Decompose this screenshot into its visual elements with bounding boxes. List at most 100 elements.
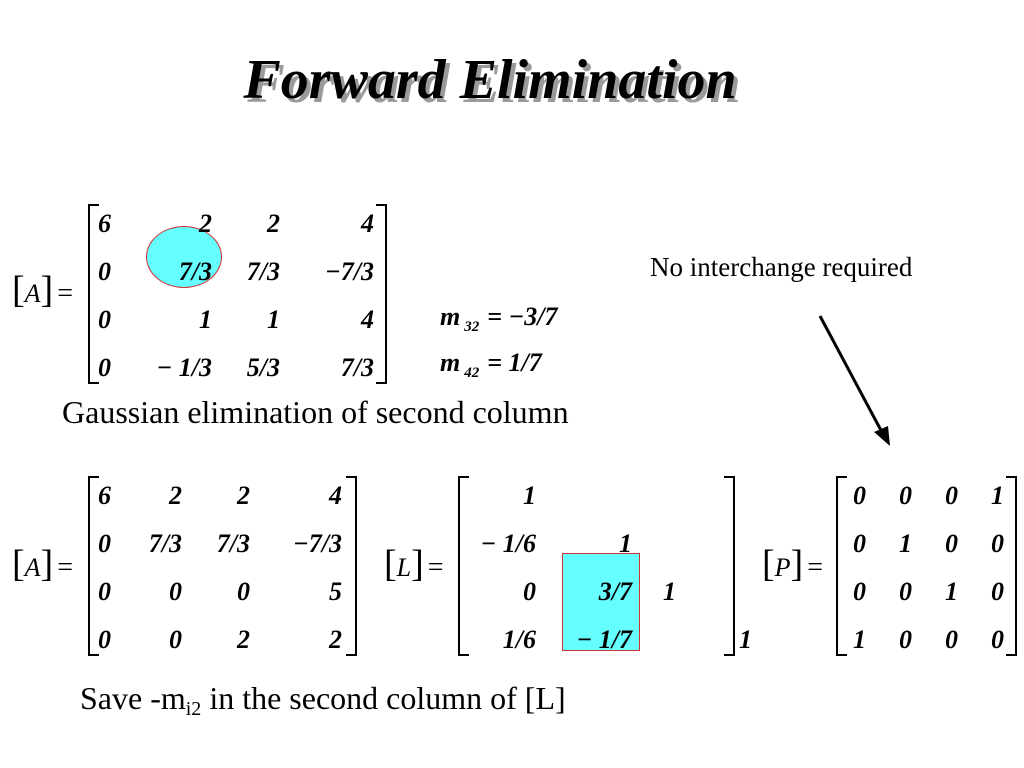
matrix-cell: 0 <box>98 257 111 286</box>
multiplier-subscript: 42 <box>464 365 480 382</box>
matrix-cell: 6 <box>98 481 111 510</box>
equals-sign: = <box>807 552 823 583</box>
matrix-cell: 0 <box>853 529 866 558</box>
bottom-a-left-bracket <box>88 476 99 656</box>
bottom-p-left-bracket <box>836 476 847 656</box>
matrix-symbol: P <box>774 553 791 582</box>
matrix-cell: 0 <box>523 577 536 606</box>
matrix-cell: 0 <box>169 577 182 606</box>
caption-gaussian-elimination: Gaussian elimination of second column <box>62 394 569 430</box>
open-bracket: [ <box>384 543 397 585</box>
matrix-cell: 5 <box>329 577 342 606</box>
bottom-l-label: [L]= <box>384 542 444 586</box>
equals-sign: = <box>57 278 73 309</box>
matrix-cell: 0 <box>899 577 912 606</box>
close-bracket: ] <box>790 543 804 585</box>
matrix-cell: 5/3 <box>246 353 280 382</box>
matrix-cell: 2 <box>329 625 342 654</box>
matrix-cell: 2 <box>199 209 212 238</box>
matrix-symbol: A <box>24 553 41 582</box>
matrix-symbol: A <box>24 279 41 308</box>
matrix-cell: 0 <box>945 529 958 558</box>
bottom-l-left-bracket <box>458 476 469 656</box>
matrix-cell: 1 <box>899 529 912 558</box>
matrix-cell <box>632 520 676 568</box>
matrix-cell: 3/7 <box>598 577 632 606</box>
open-bracket: [ <box>12 543 25 585</box>
matrix-cell: 2 <box>267 209 280 238</box>
matrix-cell: 0 <box>945 625 958 654</box>
arrow-icon <box>818 315 890 446</box>
matrix-cell: 0 <box>237 577 250 606</box>
matrix-cell: 2 <box>237 481 250 510</box>
matrix-cell: 1 <box>267 305 280 334</box>
matrix-cell: 4 <box>361 305 374 334</box>
bottom-a-right-bracket <box>346 476 357 656</box>
matrix-cell: 1 <box>739 625 752 654</box>
matrix-cell <box>632 472 676 520</box>
open-bracket: [ <box>762 543 775 585</box>
close-bracket: ] <box>40 269 54 311</box>
matrix-cell <box>676 568 752 616</box>
slide-title: Forward Elimination <box>243 49 737 111</box>
interchange-note: No interchange required <box>650 252 913 282</box>
pivot-highlight <box>146 226 222 288</box>
matrix-cell <box>676 520 752 568</box>
matrix-cell: 0 <box>98 625 111 654</box>
bottom-p-label: [P]= <box>762 542 823 586</box>
matrix-cell: − 1/3 <box>156 353 212 382</box>
matrix-cell: 0 <box>98 577 111 606</box>
top-a-label: [A]= <box>12 268 73 312</box>
matrix-cell: 1 <box>663 577 676 606</box>
matrix-cell: 1 <box>991 481 1004 510</box>
caption-prefix: Save -m <box>80 680 186 716</box>
matrix-cell: 1 <box>619 529 632 558</box>
matrix-cell: −7/3 <box>293 529 342 558</box>
matrix-cell: 0 <box>945 481 958 510</box>
bottom-l-right-bracket <box>724 476 735 656</box>
multiplier-value: = 1/7 <box>487 348 542 377</box>
matrix-cell: 7/3 <box>246 257 280 286</box>
caption-subscript: i2 <box>185 698 202 720</box>
top-matrix: 6 2 2 4 0 7/3 7/3 −7/3 0 1 1 4 0 − 1/3 5… <box>98 200 374 392</box>
matrix-cell: 7/3 <box>340 353 374 382</box>
matrix-cell: 0 <box>98 353 111 382</box>
matrix-cell: 4 <box>361 209 374 238</box>
matrix-cell: − 1/6 <box>480 529 536 558</box>
open-bracket: [ <box>12 269 25 311</box>
equals-sign: = <box>427 552 444 583</box>
caption-save-multiplier: Save -mi2 in the second column of [L] <box>80 680 566 721</box>
matrix-cell: 2 <box>169 481 182 510</box>
matrix-cell: 0 <box>853 577 866 606</box>
bottom-p-right-bracket <box>1006 476 1017 656</box>
top-matrix-left-bracket <box>88 204 99 384</box>
matrix-cell <box>536 472 632 520</box>
matrix-cell: 1 <box>199 305 212 334</box>
matrix-cell: 6 <box>98 209 111 238</box>
matrix-symbol: L <box>396 553 412 582</box>
bottom-a-label: [A]= <box>12 542 73 586</box>
bottom-l-matrix: 1 − 1/6 1 0 3/7 1 1/6 − 1/7 1 <box>468 472 752 664</box>
matrix-cell: 1 <box>853 625 866 654</box>
matrix-cell <box>632 616 676 664</box>
matrix-cell: 1/6 <box>502 625 536 654</box>
caption-suffix: in the second column of [L] <box>201 680 566 716</box>
matrix-cell: 7/3 <box>148 529 182 558</box>
matrix-cell: 0 <box>899 625 912 654</box>
column-highlight <box>562 553 640 651</box>
equals-sign: = <box>57 552 73 583</box>
matrix-cell: − 1/7 <box>576 625 632 654</box>
multiplier-subscript: 32 <box>464 319 480 336</box>
matrix-cell: 2 <box>237 625 250 654</box>
bottom-p-matrix: 0 0 0 1 0 1 0 0 0 0 1 0 1 0 0 0 <box>846 472 1004 664</box>
close-bracket: ] <box>411 543 424 585</box>
matrix-cell: 0 <box>899 481 912 510</box>
matrix-cell: 1 <box>523 481 536 510</box>
matrix-cell: 0 <box>991 625 1004 654</box>
matrix-cell: −7/3 <box>325 257 374 286</box>
top-matrix-right-bracket <box>376 204 387 384</box>
matrix-cell: 1 <box>945 577 958 606</box>
matrix-cell: 0 <box>853 481 866 510</box>
matrix-cell: 4 <box>329 481 342 510</box>
